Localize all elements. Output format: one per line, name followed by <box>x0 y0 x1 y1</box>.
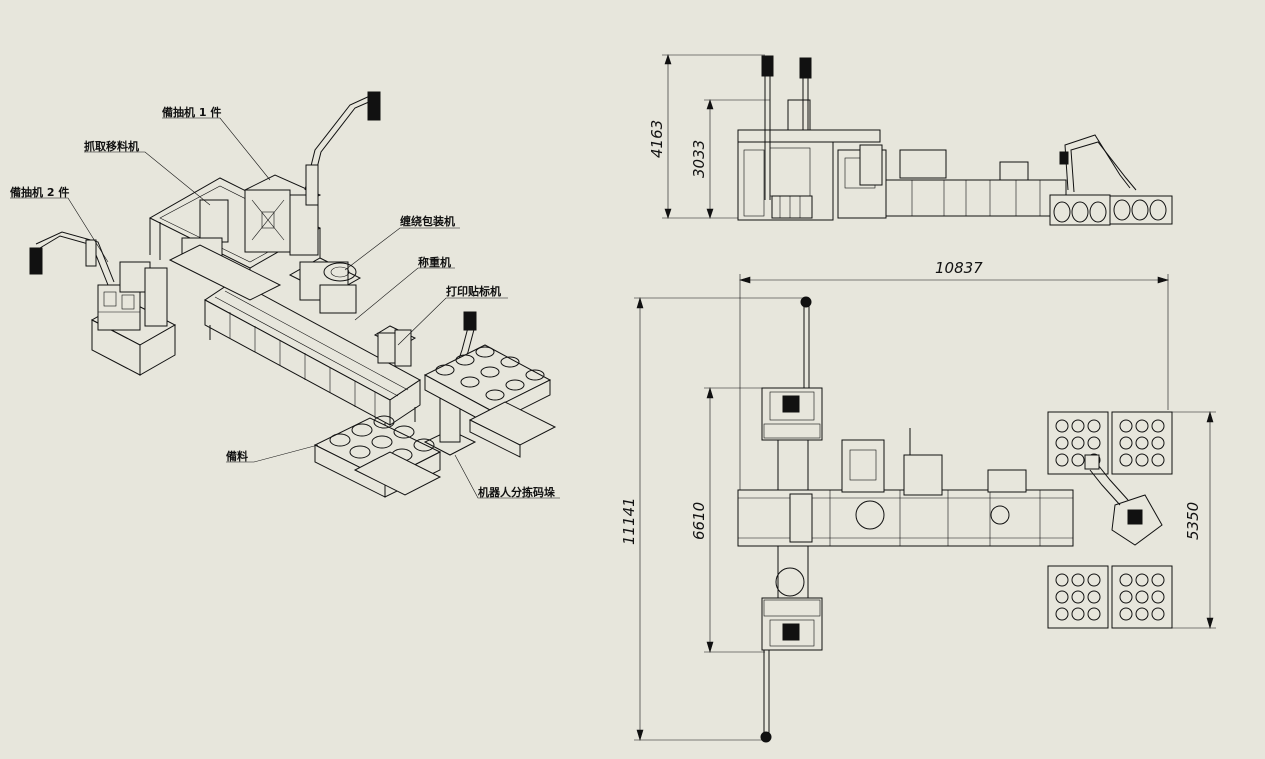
side-elevation: 4163 3033 <box>648 54 1173 226</box>
dim-plan-mid: 6610 <box>690 502 708 540</box>
plan-arm-bottom-end <box>760 731 772 743</box>
isometric-view <box>29 91 557 498</box>
plan-pallet-bottom-right <box>1111 565 1173 629</box>
plan-pallet-bottom-left <box>1047 565 1109 629</box>
label-weigher: 称重机 <box>418 255 451 269</box>
side-conveyor <box>885 179 1067 217</box>
dim-side-mid: 3033 <box>690 140 708 178</box>
side-gripper-2 <box>799 57 812 79</box>
label-wrap-packer: 缠绕包装机 <box>400 214 455 228</box>
iso-arm-2 <box>39 235 109 286</box>
plan-arm-top-end <box>800 296 812 308</box>
label-unwinder-1: 備抽机 1 件 <box>162 105 221 119</box>
label-pick-transfer: 抓取移料机 <box>84 139 139 153</box>
iso-gripper-2 <box>29 247 43 275</box>
dim-plan-pallet: 5350 <box>1184 502 1202 540</box>
iso-robot-head <box>463 311 477 331</box>
plan-robot <box>1084 454 1163 546</box>
side-robot-head <box>1059 151 1069 165</box>
label-robot-palletizer: 机器人分拣码垛 <box>478 485 556 499</box>
iso-gantry-box <box>199 199 229 243</box>
label-stock: 備料 <box>226 449 248 463</box>
plan-pallet-top-right <box>1111 411 1173 475</box>
label-unwinder-2: 備抽机 2 件 <box>10 185 69 199</box>
plan-conveyor <box>737 489 1074 547</box>
side-gripper-1 <box>761 55 774 77</box>
dim-plan-total: 11141 <box>620 497 638 545</box>
plan-view: 10837 11141 6610 5350 <box>620 259 1216 743</box>
dim-plan-length: 10837 <box>935 259 983 277</box>
dim-side-total: 4163 <box>648 120 666 158</box>
label-print-labeler: 打印贴标机 <box>446 284 501 298</box>
iso-callouts: 備抽机 1 件 抓取移料机 備抽机 2 件 缠绕包装机 称重机 打印贴标机 備料… <box>10 105 560 499</box>
iso-gripper-1 <box>367 91 381 121</box>
